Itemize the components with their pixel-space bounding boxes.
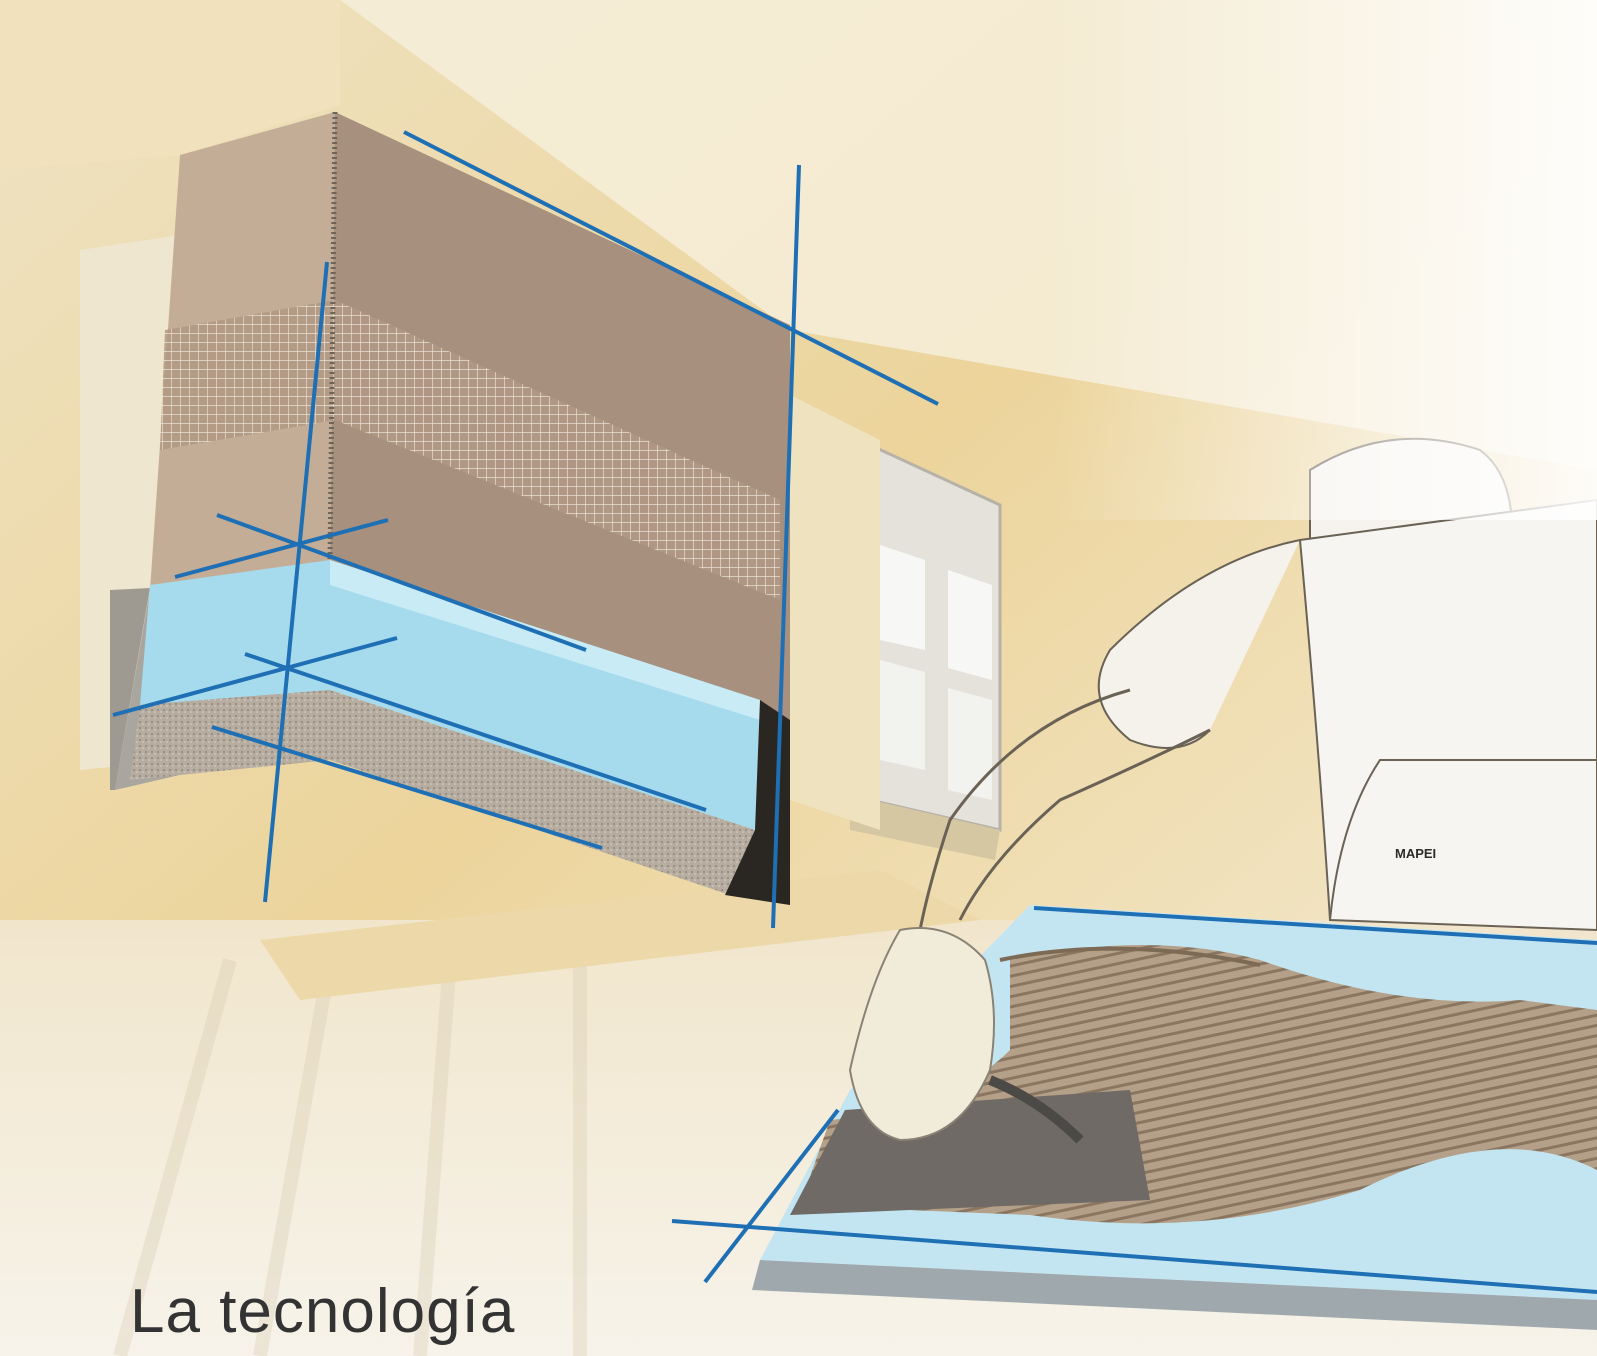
- section-heading: La tecnología: [130, 1276, 515, 1347]
- mapei-logo: MAPEI: [1395, 846, 1436, 861]
